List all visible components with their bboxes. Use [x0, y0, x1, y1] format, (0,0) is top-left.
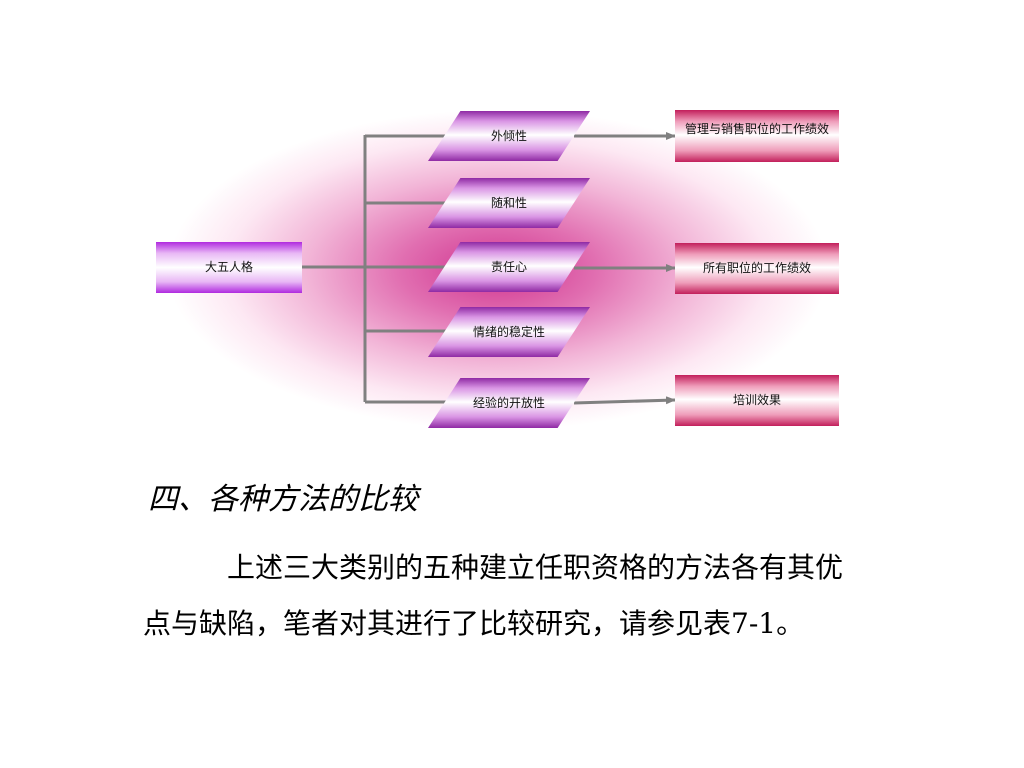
outcome-managerial-sales-performance: 管理与销售职位的工作绩效	[675, 110, 839, 162]
big-five-diagram: 大五人格 外倾性 随和性 责任心 情绪的稳定性 经验的开放性 管理与销售职位的工…	[128, 90, 898, 445]
arrow-to-training	[573, 396, 676, 405]
section-heading: 四、各种方法的比较	[148, 482, 418, 517]
outcome-all-jobs-performance: 所有职位的工作绩效	[675, 243, 839, 294]
connector-lines	[302, 132, 676, 405]
root-big-five: 大五人格	[156, 242, 302, 293]
outcome-training-effectiveness: 培训效果	[675, 375, 839, 426]
trait-extraversion: 外倾性	[428, 111, 590, 161]
trait-openness: 经验的开放性	[428, 378, 590, 428]
body-paragraph: 上述三大类别的五种建立任职资格的方法各有其优点与缺陷，笔者对其进行了比较研究，请…	[143, 551, 844, 640]
trait-emotional-stability: 情绪的稳定性	[428, 307, 590, 357]
